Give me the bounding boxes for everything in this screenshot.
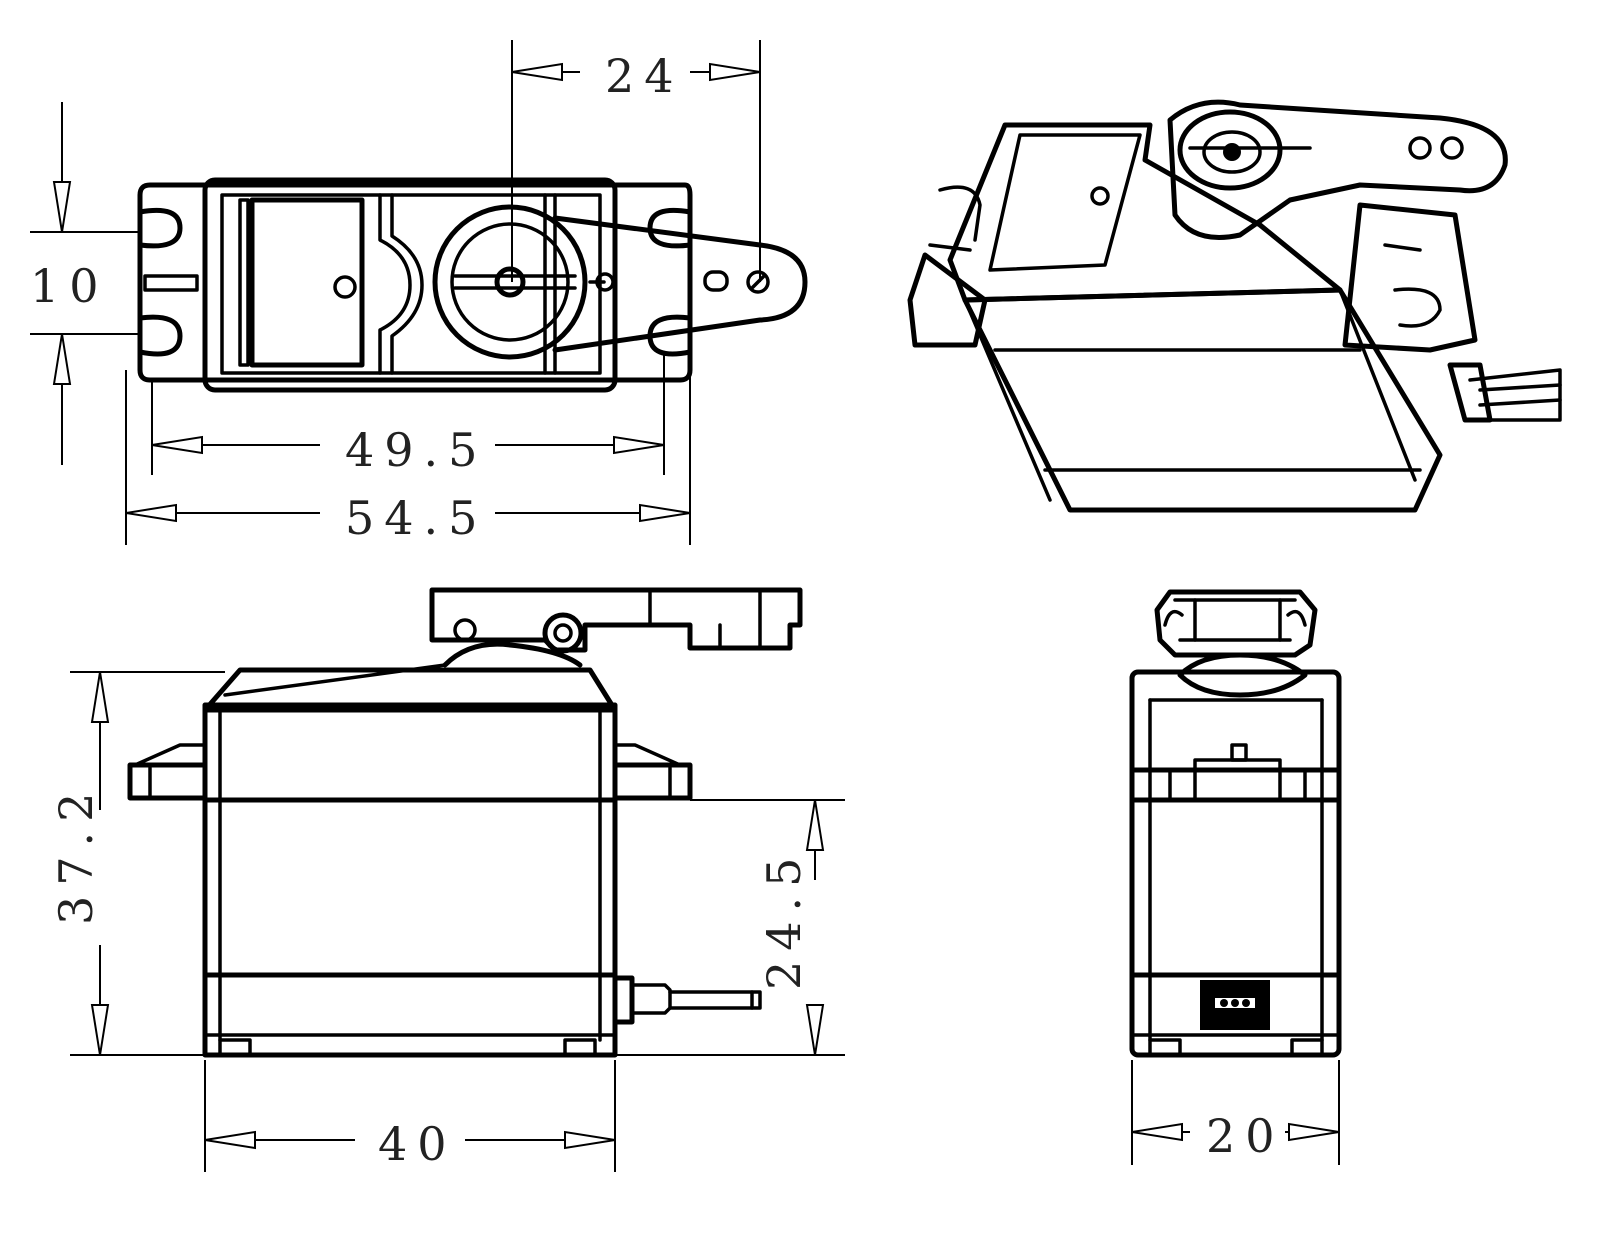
dim-label-24-5: 24.5 <box>757 848 811 990</box>
dim-label-10: 10 <box>30 259 109 313</box>
dim-label-20: 20 <box>1206 1109 1285 1163</box>
dim-body-width: 20 <box>1131 1060 1340 1165</box>
dim-label-40: 40 <box>378 1117 457 1171</box>
end-view <box>1129 589 1342 1058</box>
dim-label-37-2: 37.2 <box>49 783 103 925</box>
isometric-view <box>907 99 1562 513</box>
dim-label-24: 24 <box>605 49 684 103</box>
dim-mount-height: 24.5 <box>615 799 845 1056</box>
top-view <box>137 177 808 393</box>
dim-side-height: 37.2 <box>49 671 225 1056</box>
dim-top-height: 10 <box>30 102 140 465</box>
dim-top-horn-offset: 24 <box>511 40 761 282</box>
dim-overall-length: 54.5 <box>125 370 691 545</box>
dim-hole-spacing: 49.5 <box>151 355 665 477</box>
dim-body-length: 40 <box>204 1060 616 1172</box>
dim-label-54-5: 54.5 <box>345 491 487 545</box>
side-view <box>127 587 803 1058</box>
dim-label-49-5: 49.5 <box>345 423 487 477</box>
